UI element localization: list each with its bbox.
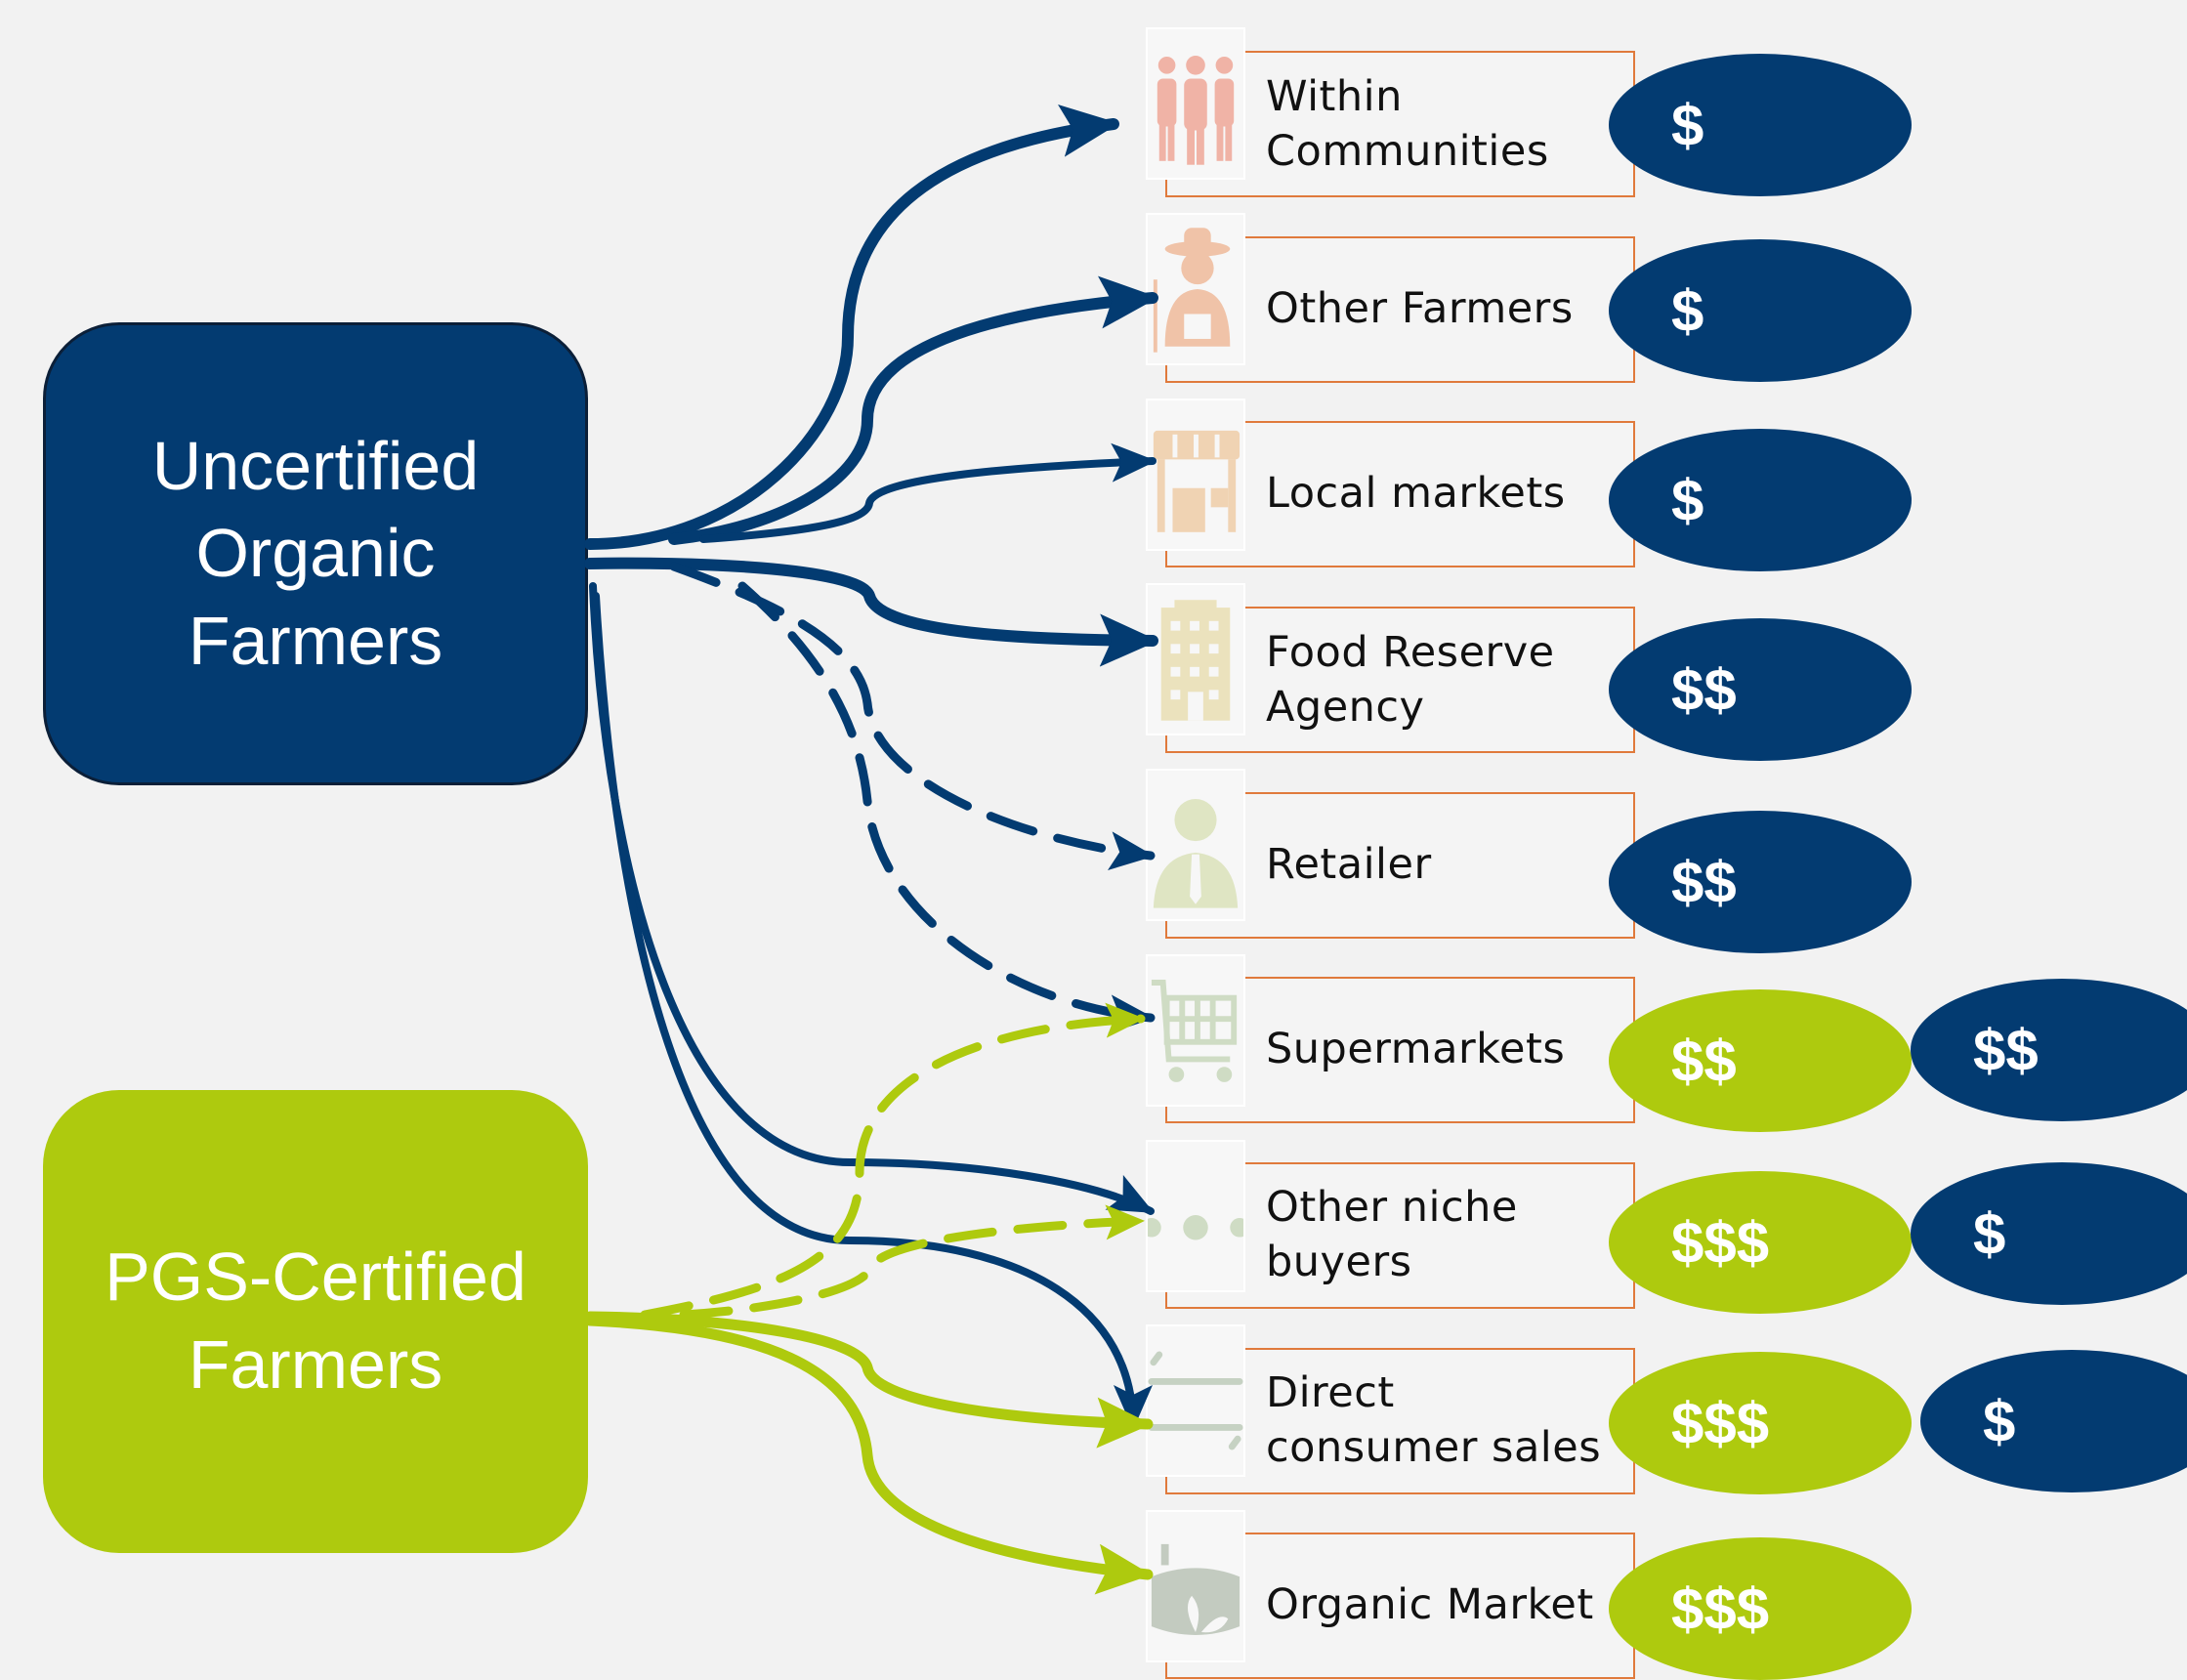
price-ellipse-local-markets: $	[1609, 429, 1912, 571]
dest-label-other-farmers: Other Farmers	[1266, 284, 1574, 333]
dest-label-organic-market: Organic Market	[1266, 1580, 1594, 1629]
price-ellipse-food-reserve-agency: $$	[1609, 618, 1912, 761]
price-ellipse-within-communities: $	[1609, 54, 1912, 196]
dest-label-other-niche-buyers: Other niche buyers	[1266, 1183, 1518, 1286]
handshake-icon	[1146, 1324, 1245, 1477]
arrow-uncertified-to-supermarkets	[737, 581, 1156, 1034]
dest-label-within-communities: Within Communities	[1266, 72, 1549, 176]
arrow-uncertified-to-food-reserve-agency	[584, 557, 1158, 667]
arrow-pgs-to-direct-consumer-sales	[584, 1311, 1154, 1449]
price-ellipse-other-niche-buyers-pgs: $$$	[1609, 1171, 1912, 1314]
arrow-uncertified-to-retailer	[669, 562, 1156, 871]
arrow-uncertified-to-local-markets	[699, 442, 1157, 543]
price-ellipse-supermarkets-uncertified: $$	[1911, 979, 2187, 1121]
ellipsis-icon	[1146, 1140, 1245, 1292]
price-ellipse-organic-market-pgs: $$$	[1609, 1537, 1912, 1680]
arrow-pgs-to-other-niche-buyers	[679, 1204, 1146, 1320]
arrow-uncertified-to-other-niche-buyers	[589, 582, 1155, 1215]
arrow-pgs-to-supermarkets	[640, 1002, 1146, 1320]
arrow-pgs-to-organic-market	[584, 1315, 1154, 1595]
dest-label-supermarkets: Supermarkets	[1266, 1025, 1566, 1073]
price-ellipse-direct-consumer-sales-pgs: $$$	[1609, 1352, 1912, 1494]
farmer-icon	[1146, 213, 1245, 365]
dest-label-retailer: Retailer	[1266, 840, 1432, 889]
market-stall-icon	[1146, 399, 1245, 551]
price-ellipse-other-niche-buyers-uncertified: $	[1911, 1162, 2187, 1305]
uncertified-farmers-label: Uncertified Organic Farmers	[151, 427, 480, 679]
arrow-uncertified-to-other-farmers	[668, 275, 1158, 545]
businessman-icon	[1146, 769, 1245, 921]
pgs-certified-farmers-box: PGS-Certified Farmers	[43, 1090, 588, 1553]
dest-label-direct-consumer-sales: Direct consumer sales	[1266, 1368, 1602, 1472]
arrow-uncertified-to-within-communities	[584, 105, 1119, 550]
dest-label-local-markets: Local markets	[1266, 469, 1566, 518]
organic-leaf-icon	[1146, 1510, 1245, 1662]
building-icon	[1146, 583, 1245, 735]
price-ellipse-other-farmers: $	[1609, 239, 1912, 382]
uncertified-farmers-box: Uncertified Organic Farmers	[43, 322, 588, 785]
arrow-uncertified-to-direct-consumer-sales	[592, 592, 1153, 1430]
price-ellipse-direct-consumer-sales-uncertified: $	[1920, 1350, 2187, 1492]
shopping-cart-icon	[1146, 954, 1245, 1107]
dest-label-food-reserve-agency: Food Reserve Agency	[1266, 628, 1555, 732]
price-ellipse-supermarkets-pgs: $$	[1609, 989, 1912, 1132]
community-people-icon	[1146, 27, 1245, 180]
price-ellipse-retailer: $$	[1609, 811, 1912, 953]
pgs-certified-farmers-label: PGS-Certified Farmers	[105, 1239, 526, 1403]
